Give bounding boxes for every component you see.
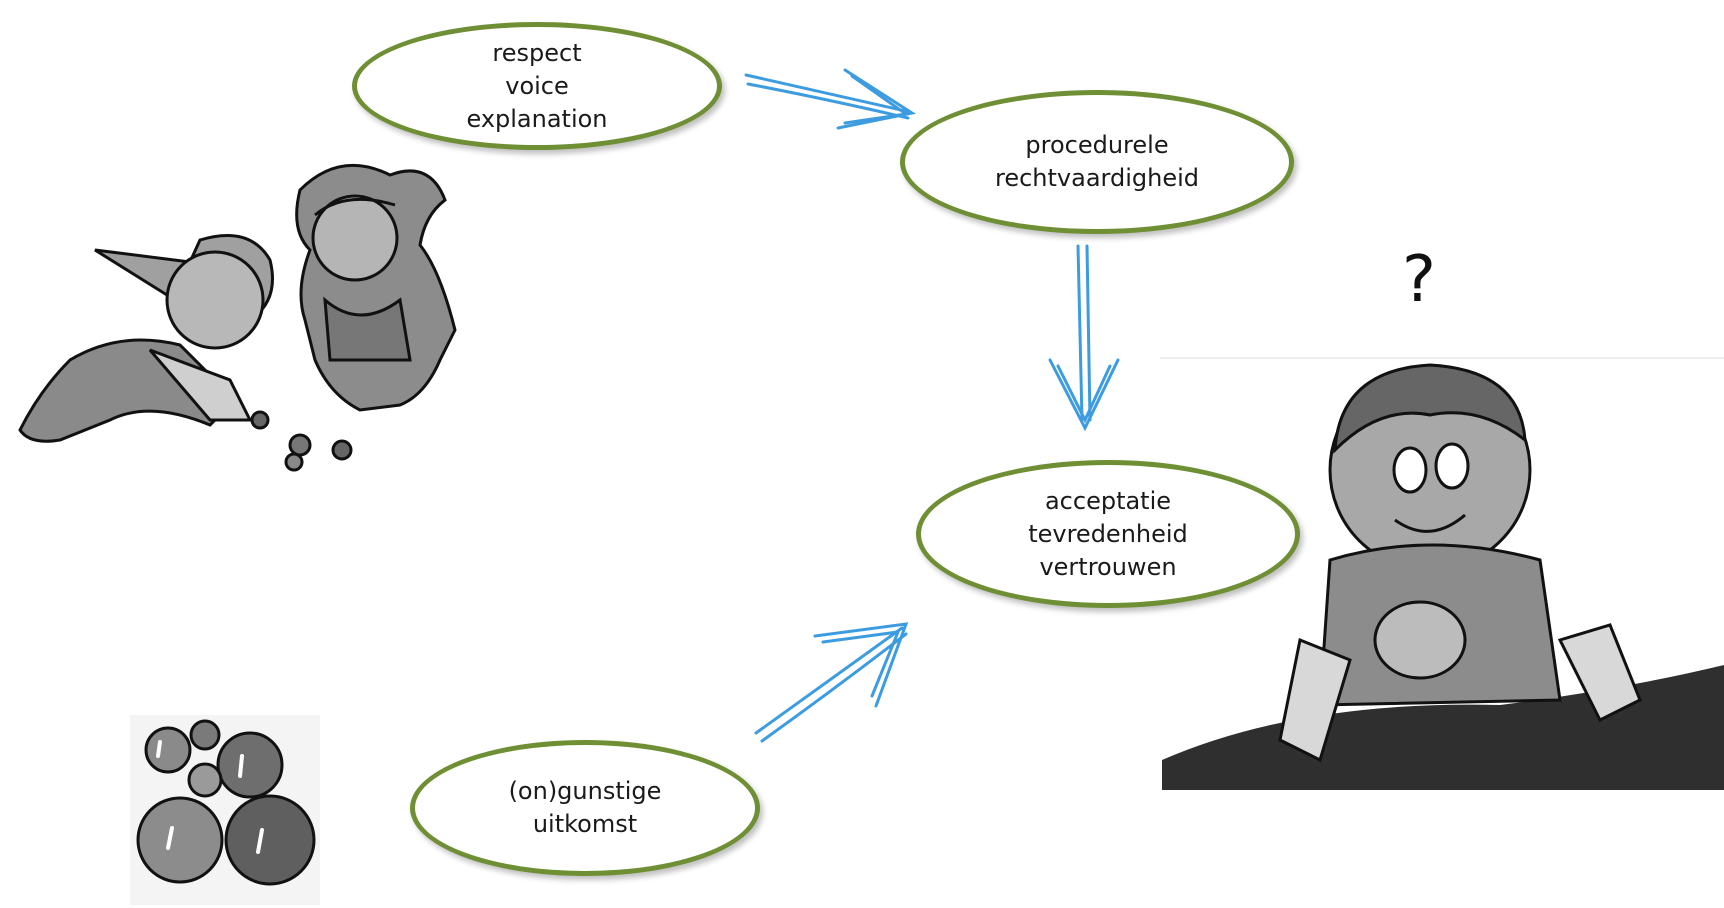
node-line: acceptatie bbox=[1044, 486, 1172, 515]
double-arrow-icon bbox=[744, 68, 916, 130]
node-line: respect bbox=[492, 38, 582, 67]
node-line: uitkomst bbox=[532, 810, 638, 838]
question-mark: ? bbox=[1402, 243, 1436, 317]
double-arrow-icon bbox=[1048, 244, 1120, 432]
node-line: (on)gunstige bbox=[508, 777, 662, 805]
procedural-justice-ellipse: procedurele rechtvaardigheid bbox=[900, 90, 1294, 234]
inputs-ellipse: respect voice explanation bbox=[352, 22, 722, 150]
node-line: vertrouwen bbox=[1039, 552, 1177, 581]
outcome-ellipse: (on)gunstige uitkomst bbox=[410, 740, 760, 876]
outcomes-ellipse: acceptatie tevredenheid vertrouwen bbox=[916, 460, 1300, 608]
node-line: rechtvaardigheid bbox=[995, 164, 1199, 192]
node-line: tevredenheid bbox=[1028, 519, 1188, 548]
node-line: explanation bbox=[466, 104, 608, 133]
double-arrow-icon bbox=[754, 622, 909, 743]
node-line: voice bbox=[505, 71, 569, 100]
node-line: procedurele bbox=[1025, 131, 1169, 159]
